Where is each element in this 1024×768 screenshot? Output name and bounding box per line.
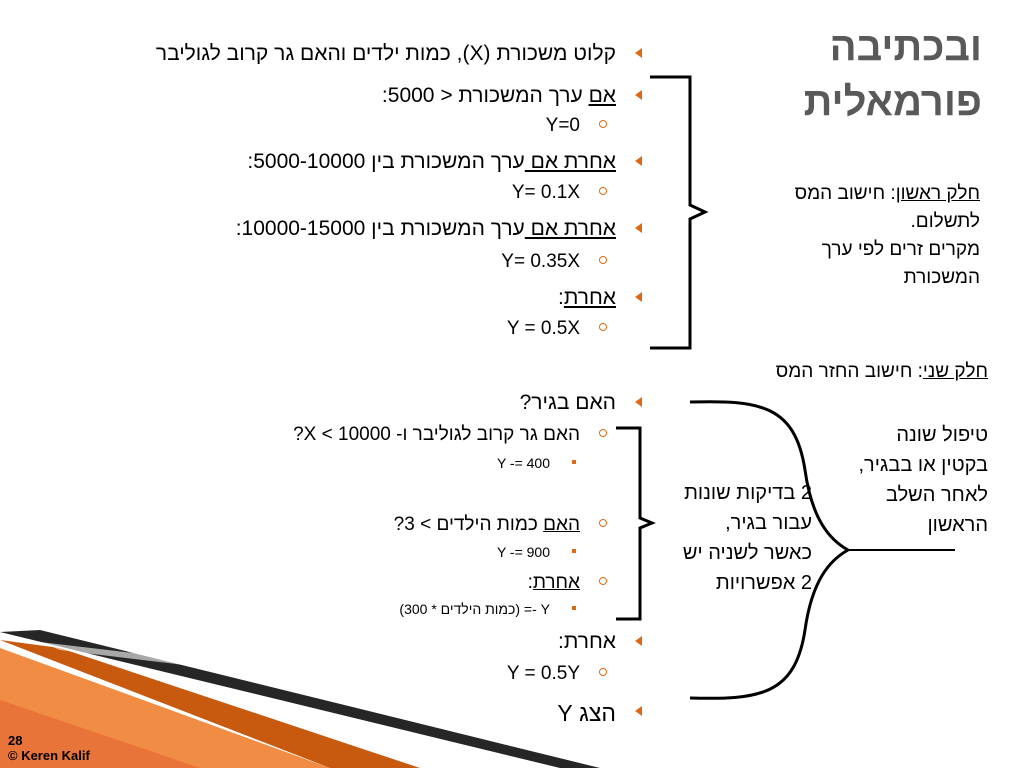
arrow-bullet-icon: [635, 223, 642, 233]
arrow-bullet-icon: [635, 397, 642, 407]
list-item: קלוט משכורת (X), כמות ילדים והאם גר קרוב…: [156, 42, 642, 66]
list-item: אחרת אם ערך המשכורת בין 5000-10000:: [247, 150, 642, 174]
slide-title: ובכתיבה פורמאלית: [803, 25, 982, 124]
ring-bullet-icon: [599, 429, 607, 437]
list-item: Y= 0.1X: [512, 182, 607, 204]
list-item: Y = 0.5X: [507, 318, 607, 340]
square-bullet-icon: [572, 460, 576, 464]
list-item: אחרת:: [528, 572, 607, 594]
arrow-bullet-icon: [635, 90, 642, 100]
list-item: הצג Y: [557, 700, 642, 727]
list-item: אם ערך המשכורת < 5000:: [382, 84, 642, 108]
ring-bullet-icon: [599, 519, 607, 527]
list-item: האם גר קרוב לגוליבר ו- X < 10000?: [293, 424, 607, 446]
list-item: אחרת:: [558, 286, 642, 310]
list-item: Y -= 900: [497, 544, 576, 560]
part2-note: חלק שני: חישוב החזר המס: [775, 361, 988, 382]
ring-bullet-icon: [599, 668, 607, 676]
arrow-bullet-icon: [635, 156, 642, 166]
ring-bullet-icon: [599, 256, 607, 264]
ring-bullet-icon: [599, 577, 607, 585]
ring-bullet-icon: [599, 323, 607, 331]
page-number: 28: [8, 733, 23, 748]
square-bullet-icon: [572, 549, 576, 553]
list-item: Y -= 400: [497, 455, 576, 471]
arrow-bullet-icon: [635, 48, 642, 58]
middle-note: 2 בדיקות שונות עבור בגיר, כאשר לשניה יש …: [682, 482, 812, 594]
list-item: האם כמות הילדים > 3?: [394, 514, 607, 536]
ring-bullet-icon: [599, 120, 607, 128]
square-bullet-icon: [572, 606, 576, 610]
brace-adult-checks: [616, 426, 656, 621]
arrow-bullet-icon: [635, 292, 642, 302]
list-item: אחרת אם ערך המשכורת בין 10000-15000:: [236, 217, 642, 241]
arrow-bullet-icon: [635, 636, 642, 646]
brace-part1: [650, 75, 709, 350]
ring-bullet-icon: [599, 187, 607, 195]
list-item: Y= 0.35X: [501, 251, 607, 273]
copyright: © Keren Kalif: [8, 748, 90, 763]
list-item: Y -= (כמות הילדים * 300): [399, 601, 576, 617]
right-note: טיפול שונה בקטין או בבגיר, לאחר השלב הרא…: [858, 424, 989, 536]
arrow-bullet-icon: [635, 706, 642, 716]
list-item: Y = 0.5Y: [507, 663, 607, 685]
list-item: Y=0: [546, 115, 607, 137]
part1-note: חלק ראשון: חישוב המס לתשלום. מקרים זרים …: [794, 183, 980, 288]
list-item: האם בגיר?: [520, 391, 642, 415]
list-item: אחרת:: [558, 630, 642, 654]
